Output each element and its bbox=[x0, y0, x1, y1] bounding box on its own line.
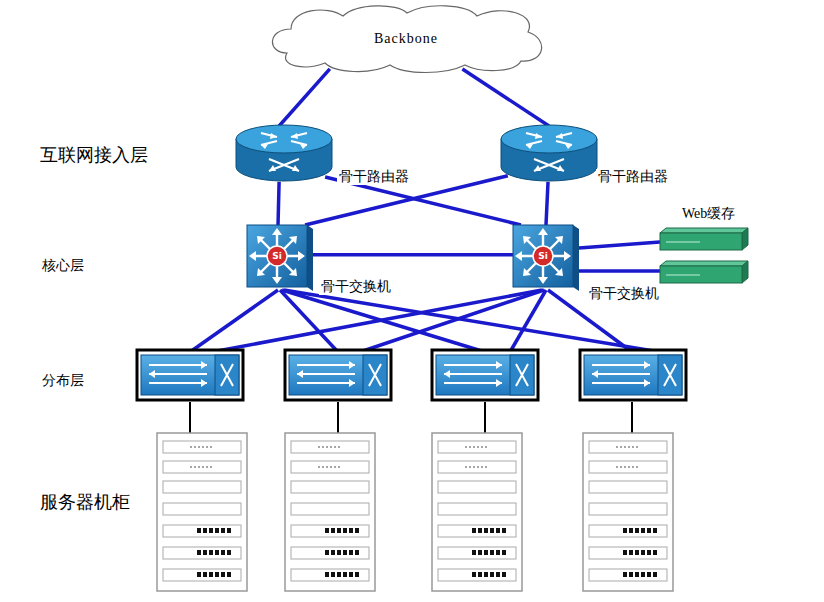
device-label: 骨干路由器 bbox=[596, 169, 670, 185]
network-link bbox=[579, 242, 660, 248]
distribution-switch bbox=[137, 350, 243, 400]
router-icon bbox=[235, 123, 333, 183]
network-link bbox=[462, 69, 549, 126]
server-rack bbox=[432, 433, 522, 591]
server-rack bbox=[285, 433, 375, 591]
rack-links bbox=[190, 402, 632, 434]
device-label: Web缓存 bbox=[680, 206, 737, 222]
backbone-cloud: Backbone bbox=[265, 3, 547, 71]
network-link bbox=[278, 182, 279, 225]
network-link bbox=[313, 253, 513, 257]
network-link bbox=[546, 182, 548, 225]
backbone-router: 骨干路由器 bbox=[235, 123, 333, 183]
distribution-switch bbox=[580, 350, 686, 400]
device-label: 骨干路由器 bbox=[337, 169, 411, 185]
si-logo: Si bbox=[267, 250, 287, 263]
network-link bbox=[279, 69, 330, 126]
distribution-switch bbox=[285, 350, 391, 400]
web-cache: Web缓存 bbox=[660, 228, 748, 250]
web-cache-device bbox=[660, 261, 748, 283]
router-icon bbox=[500, 123, 598, 183]
layer-label: 分布层 bbox=[42, 372, 84, 390]
web-cache-icon bbox=[660, 228, 748, 250]
backbone-router: 骨干路由器 bbox=[500, 123, 598, 183]
distribution-switch bbox=[432, 350, 538, 400]
si-logo: Si bbox=[533, 250, 553, 263]
node-text: Backbone bbox=[374, 31, 438, 47]
server-rack bbox=[157, 433, 247, 591]
device-label: 骨干交换机 bbox=[319, 279, 393, 295]
layer-label: 互联网接入层 bbox=[40, 144, 148, 166]
layer-label: 服务器机柜 bbox=[40, 491, 130, 513]
server-rack bbox=[583, 433, 673, 591]
device-label: 骨干交换机 bbox=[587, 286, 661, 302]
layer-label: 核心层 bbox=[42, 257, 84, 275]
